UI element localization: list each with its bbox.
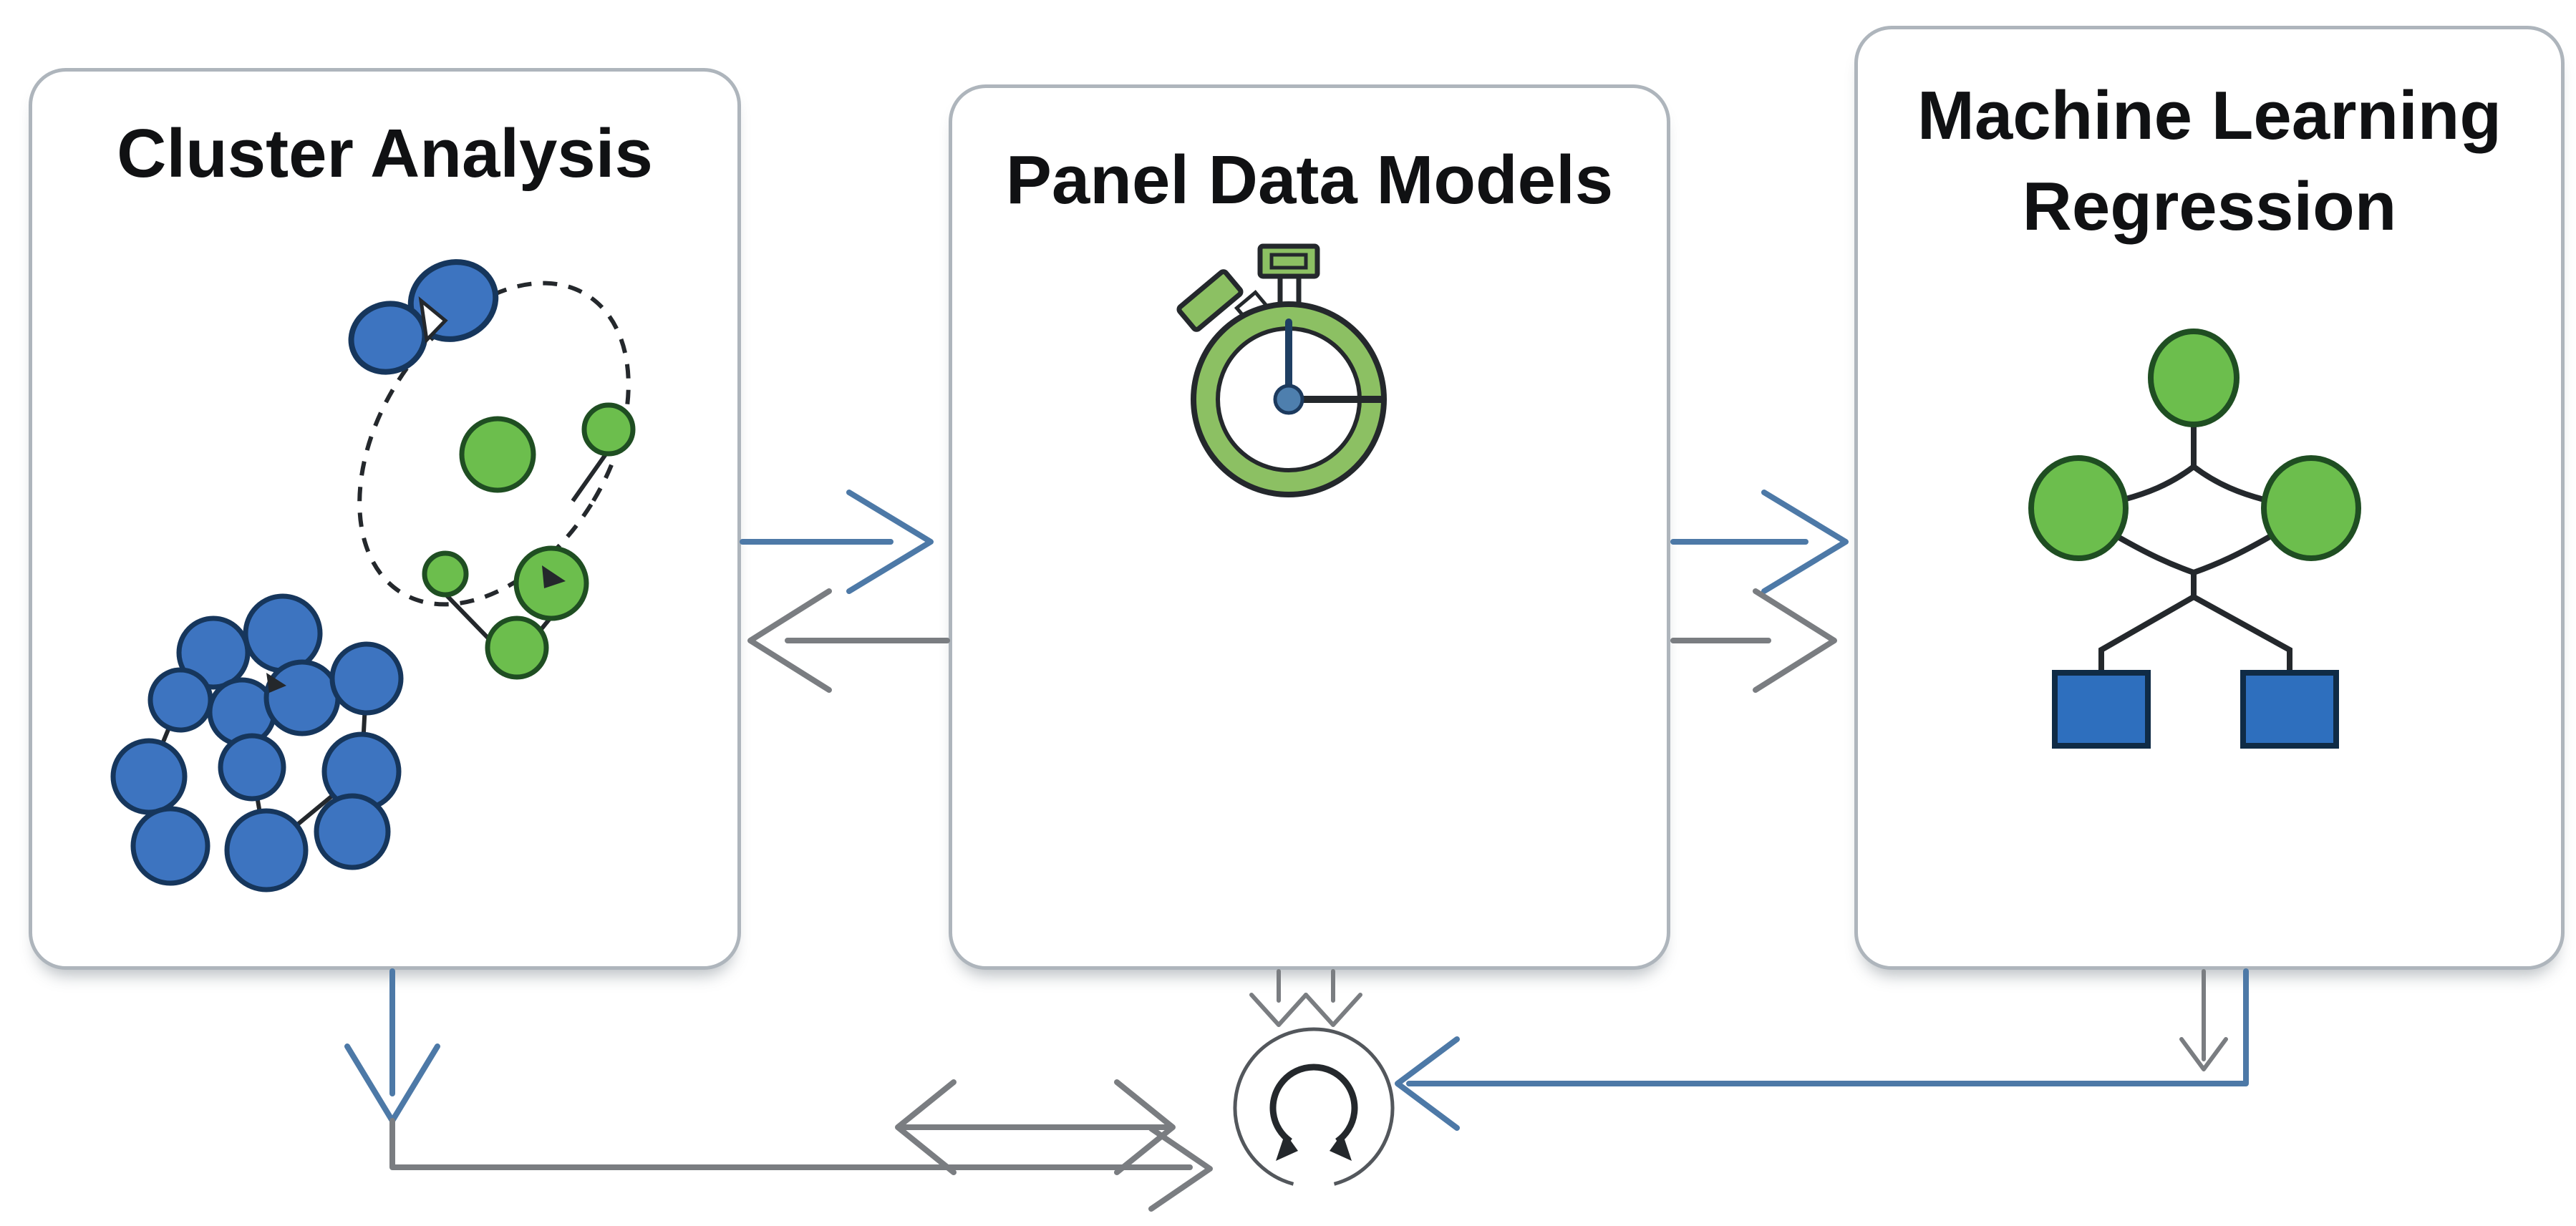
box-machine-learning-regression: Machine Learning Regression (1854, 26, 2565, 970)
cluster-analysis-title: Cluster Analysis (117, 115, 653, 192)
arrow-panel-to-loop-left (1249, 969, 1308, 1027)
iteration-loop-icon (1233, 1027, 1395, 1186)
machine-learning-regression-title: Machine Learning Regression (1858, 71, 2561, 252)
ml-title-line-2: Regression (2022, 167, 2397, 245)
box-cluster-analysis: Cluster Analysis (29, 68, 741, 970)
arrow-cluster-to-panel (740, 490, 934, 594)
arrow-cluster-down (344, 968, 440, 1124)
ml-title-line-1: Machine Learning (1917, 77, 2502, 154)
arrow-panel-to-ml-secondary (1670, 588, 1837, 693)
arrow-ml-to-loop (1395, 968, 2249, 1131)
loop-inner-circle (1269, 1064, 1358, 1144)
arrow-panel-to-ml-primary (1670, 490, 1849, 594)
arrow-cluster-bottom-to-loop (389, 1118, 1213, 1212)
arrow-loop-double (895, 1079, 1176, 1175)
loop-outer-circle (1233, 1027, 1395, 1186)
box-panel-data-models: Panel Data Models (949, 84, 1670, 970)
panel-data-models-title: Panel Data Models (1005, 142, 1614, 218)
arrow-panel-to-loop-right (1304, 969, 1362, 1027)
arrow-ml-down-short (2179, 969, 2228, 1071)
loop-arrowheads (1276, 1133, 1352, 1161)
arrow-panel-to-cluster (747, 588, 950, 693)
